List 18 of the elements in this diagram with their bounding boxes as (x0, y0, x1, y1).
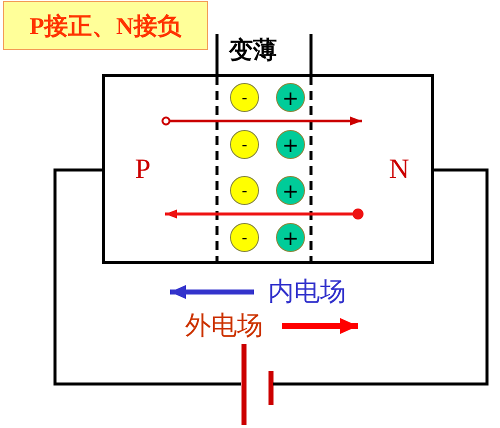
wire (273, 168, 488, 386)
field-label: 外电场 (185, 310, 263, 342)
junction-box (102, 74, 434, 264)
negative-ion: - (230, 130, 259, 159)
field-label: 内电场 (268, 276, 346, 308)
title-box: P接正、N接负 (3, 1, 208, 50)
region-label: N (389, 155, 410, 185)
negative-ion: - (230, 83, 259, 112)
negative-ion: - (230, 223, 259, 252)
positive-ion: + (276, 83, 305, 112)
region-label: P (135, 155, 151, 185)
battery-symbol (242, 344, 274, 425)
negative-ion: - (230, 176, 259, 205)
wire (54, 168, 241, 386)
region-caption: 变薄 (229, 35, 277, 66)
positive-ion: + (276, 130, 305, 159)
positive-ion: + (276, 223, 305, 252)
positive-ion: + (276, 176, 305, 205)
